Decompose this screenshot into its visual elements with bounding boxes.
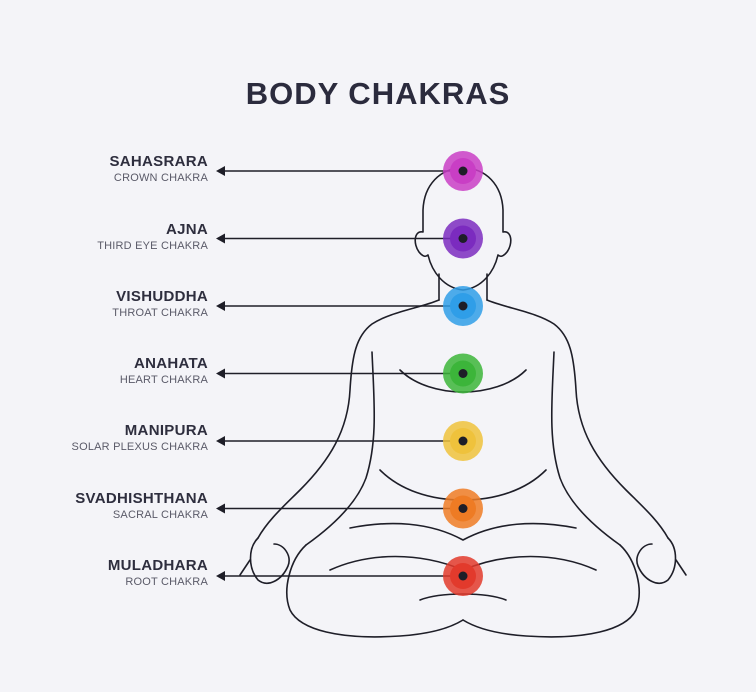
chakra-subtitle: SOLAR PLEXUS CHAKRA — [71, 441, 208, 453]
chakra-center-dot-ajna — [458, 234, 468, 243]
chakra-label-ajna: AJNA THIRD EYE CHAKRA — [97, 221, 208, 253]
chakra-subtitle: THROAT CHAKRA — [112, 307, 208, 319]
chakra-name: ANAHATA — [133, 355, 208, 372]
chakra-name: AJNA — [165, 221, 208, 238]
arrowhead-sahasrara — [216, 166, 225, 176]
arrowhead-anahata — [216, 368, 225, 379]
chakra-center-dot-anahata — [458, 369, 468, 378]
chakra-name: SAHASRARA — [109, 153, 208, 170]
meditating-figure-outline — [239, 167, 687, 638]
chakra-label-vishuddha: VISHUDDHA THROAT CHAKRA — [112, 288, 208, 320]
chakra-center-dot-muladhara — [458, 571, 468, 581]
chakra-label-svadhishthana: SVADHISHTHANA SACRAL CHAKRA — [75, 490, 208, 522]
arrowhead-ajna — [216, 233, 225, 244]
chakra-label-muladhara: MULADHARA ROOT CHAKRA — [108, 557, 208, 589]
chakra-name: SVADHISHTHANA — [75, 490, 208, 507]
chakra-name: MANIPURA — [124, 422, 208, 439]
arrowhead-manipura — [216, 436, 225, 446]
chakra-center-dot-vishuddha — [458, 301, 468, 311]
chakra-label-anahata: ANAHATA HEART CHAKRA — [120, 355, 208, 387]
chakra-subtitle: THIRD EYE CHAKRA — [97, 240, 208, 252]
chakra-center-dot-sahasrara — [458, 166, 468, 176]
page-title: BODY CHAKRAS — [245, 76, 511, 111]
chakra-markers — [216, 151, 483, 596]
chakra-center-dot-manipura — [458, 436, 468, 446]
chakra-subtitle: CROWN CHAKRA — [113, 172, 208, 184]
chakra-label-sahasrara: SAHASRARA CROWN CHAKRA — [109, 153, 208, 185]
chakra-subtitle: ROOT CHAKRA — [125, 576, 208, 588]
chakra-name: MULADHARA — [107, 557, 208, 574]
arrowhead-vishuddha — [216, 301, 225, 311]
chakra-center-dot-svadhishthana — [458, 504, 468, 513]
chakra-label-manipura: MANIPURA SOLAR PLEXUS CHAKRA — [72, 422, 208, 454]
arrowhead-muladhara — [216, 571, 225, 581]
chakra-subtitle: HEART CHAKRA — [119, 374, 208, 386]
arrowhead-svadhishthana — [216, 503, 225, 514]
chakra-subtitle: SACRAL CHAKRA — [112, 509, 208, 521]
chakra-name: VISHUDDHA — [116, 288, 208, 305]
